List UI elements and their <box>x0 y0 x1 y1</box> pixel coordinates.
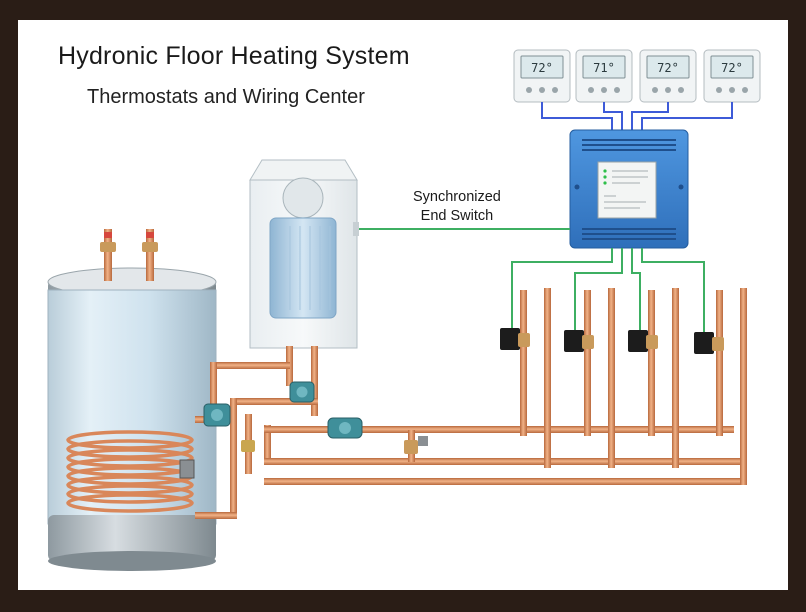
end-switch-callout: Synchronized End Switch <box>413 188 501 226</box>
wiring-center <box>569 129 689 249</box>
thermostat-3 <box>639 49 697 103</box>
thermostat-1 <box>513 49 571 103</box>
callout-line-1: Synchronized <box>413 189 501 205</box>
page-subtitle: Thermostats and Wiring Center <box>87 86 365 108</box>
system-circulator-pump <box>327 417 363 439</box>
boiler-circulator-pump <box>289 381 315 403</box>
thermostat-3-temp: 72° <box>657 61 679 75</box>
boiler <box>249 159 359 349</box>
thermostat-2-temp: 71° <box>593 61 615 75</box>
callout-line-2: End Switch <box>420 208 494 224</box>
thermostat-1-temp: 72° <box>531 61 553 75</box>
zone-valve-4 <box>694 332 724 354</box>
zone-valve-3 <box>628 330 658 352</box>
heat-exchanger-coil <box>66 430 194 513</box>
thermostat-wires <box>541 102 733 132</box>
tank-aquastat <box>179 459 195 479</box>
page-title: Hydronic Floor Heating System <box>58 42 410 70</box>
zone-valve-1 <box>500 328 530 350</box>
mixing-valve <box>404 436 428 454</box>
thermostat-2 <box>575 49 633 103</box>
tank-circulator-pump <box>203 403 231 427</box>
zone-valve-2 <box>564 330 594 352</box>
thermostat-4-temp: 72° <box>721 61 743 75</box>
thermostat-4 <box>703 49 761 103</box>
zone-wires <box>358 228 705 336</box>
check-valve <box>241 440 255 452</box>
indirect-water-heater <box>47 229 217 571</box>
